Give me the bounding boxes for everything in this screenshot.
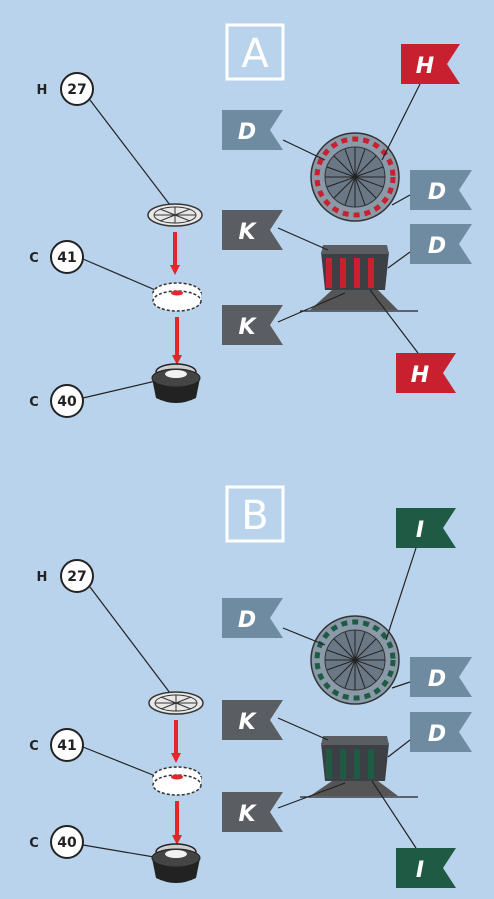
gear-part (152, 282, 202, 312)
part-callout-c40: C 40 (29, 384, 84, 418)
flag-side-bottom: H (396, 353, 456, 393)
svg-text:I: I (416, 858, 424, 883)
svg-text:D: D (238, 120, 256, 145)
svg-text:40: 40 (57, 394, 77, 410)
flag-side-right-top: D (410, 712, 472, 752)
part-callout-c40: C 40 (29, 825, 84, 859)
flag-side-left-top: K (222, 210, 283, 250)
svg-text:B: B (241, 493, 268, 539)
section-a: A H 27 C 41 C 40 (29, 23, 472, 418)
flag-side-left-bottom: K (222, 305, 283, 345)
svg-text:40: 40 (57, 835, 77, 851)
svg-text:27: 27 (67, 82, 86, 98)
part-callout-c41: C 41 (29, 240, 84, 274)
gear-part (152, 766, 202, 796)
flag-top-right: H (401, 44, 460, 84)
svg-text:K: K (238, 802, 257, 827)
wheel-part (148, 691, 204, 715)
svg-text:A: A (241, 31, 269, 77)
section-label-a: A (225, 23, 285, 81)
svg-text:41: 41 (57, 250, 76, 266)
flag-side-bottom: I (396, 848, 456, 888)
svg-text:D: D (428, 722, 446, 747)
flag-top-left: D (222, 110, 283, 150)
svg-text:C: C (29, 251, 39, 266)
svg-text:H: H (416, 54, 434, 79)
svg-text:D: D (428, 180, 446, 205)
part-callout-c41: C 41 (29, 728, 84, 762)
svg-text:C: C (29, 836, 39, 851)
svg-text:D: D (428, 234, 446, 259)
part-callout-h27: H 27 (37, 559, 94, 593)
svg-text:H: H (37, 570, 48, 585)
svg-text:D: D (238, 608, 256, 633)
svg-text:H: H (411, 363, 429, 388)
flag-side-right-top: D (410, 224, 472, 264)
svg-text:I: I (416, 518, 424, 543)
wheel-part (147, 203, 203, 227)
svg-text:K: K (238, 710, 257, 735)
svg-text:H: H (37, 83, 48, 98)
base-part (151, 843, 201, 883)
svg-text:C: C (29, 395, 39, 410)
svg-text:D: D (428, 667, 446, 692)
svg-text:K: K (238, 315, 257, 340)
top-view-b (310, 615, 400, 705)
flag-top-right: I (396, 508, 456, 548)
svg-text:C: C (29, 739, 39, 754)
section-label-b: B (225, 485, 285, 543)
top-view-a (310, 132, 400, 222)
flag-mid-right: D (410, 170, 472, 210)
side-view-b (300, 736, 418, 798)
svg-text:27: 27 (67, 569, 86, 585)
part-callout-h27: H 27 (37, 72, 94, 106)
flag-side-left-bottom: K (222, 792, 283, 832)
flag-top-left: D (222, 598, 283, 638)
section-b: B H 27 C 41 C 40 (29, 485, 472, 888)
flag-mid-right: D (410, 657, 472, 697)
svg-text:41: 41 (57, 738, 76, 754)
flag-side-left-top: K (222, 700, 283, 740)
svg-text:K: K (238, 220, 257, 245)
base-part (151, 363, 201, 403)
side-view-a (300, 245, 418, 312)
